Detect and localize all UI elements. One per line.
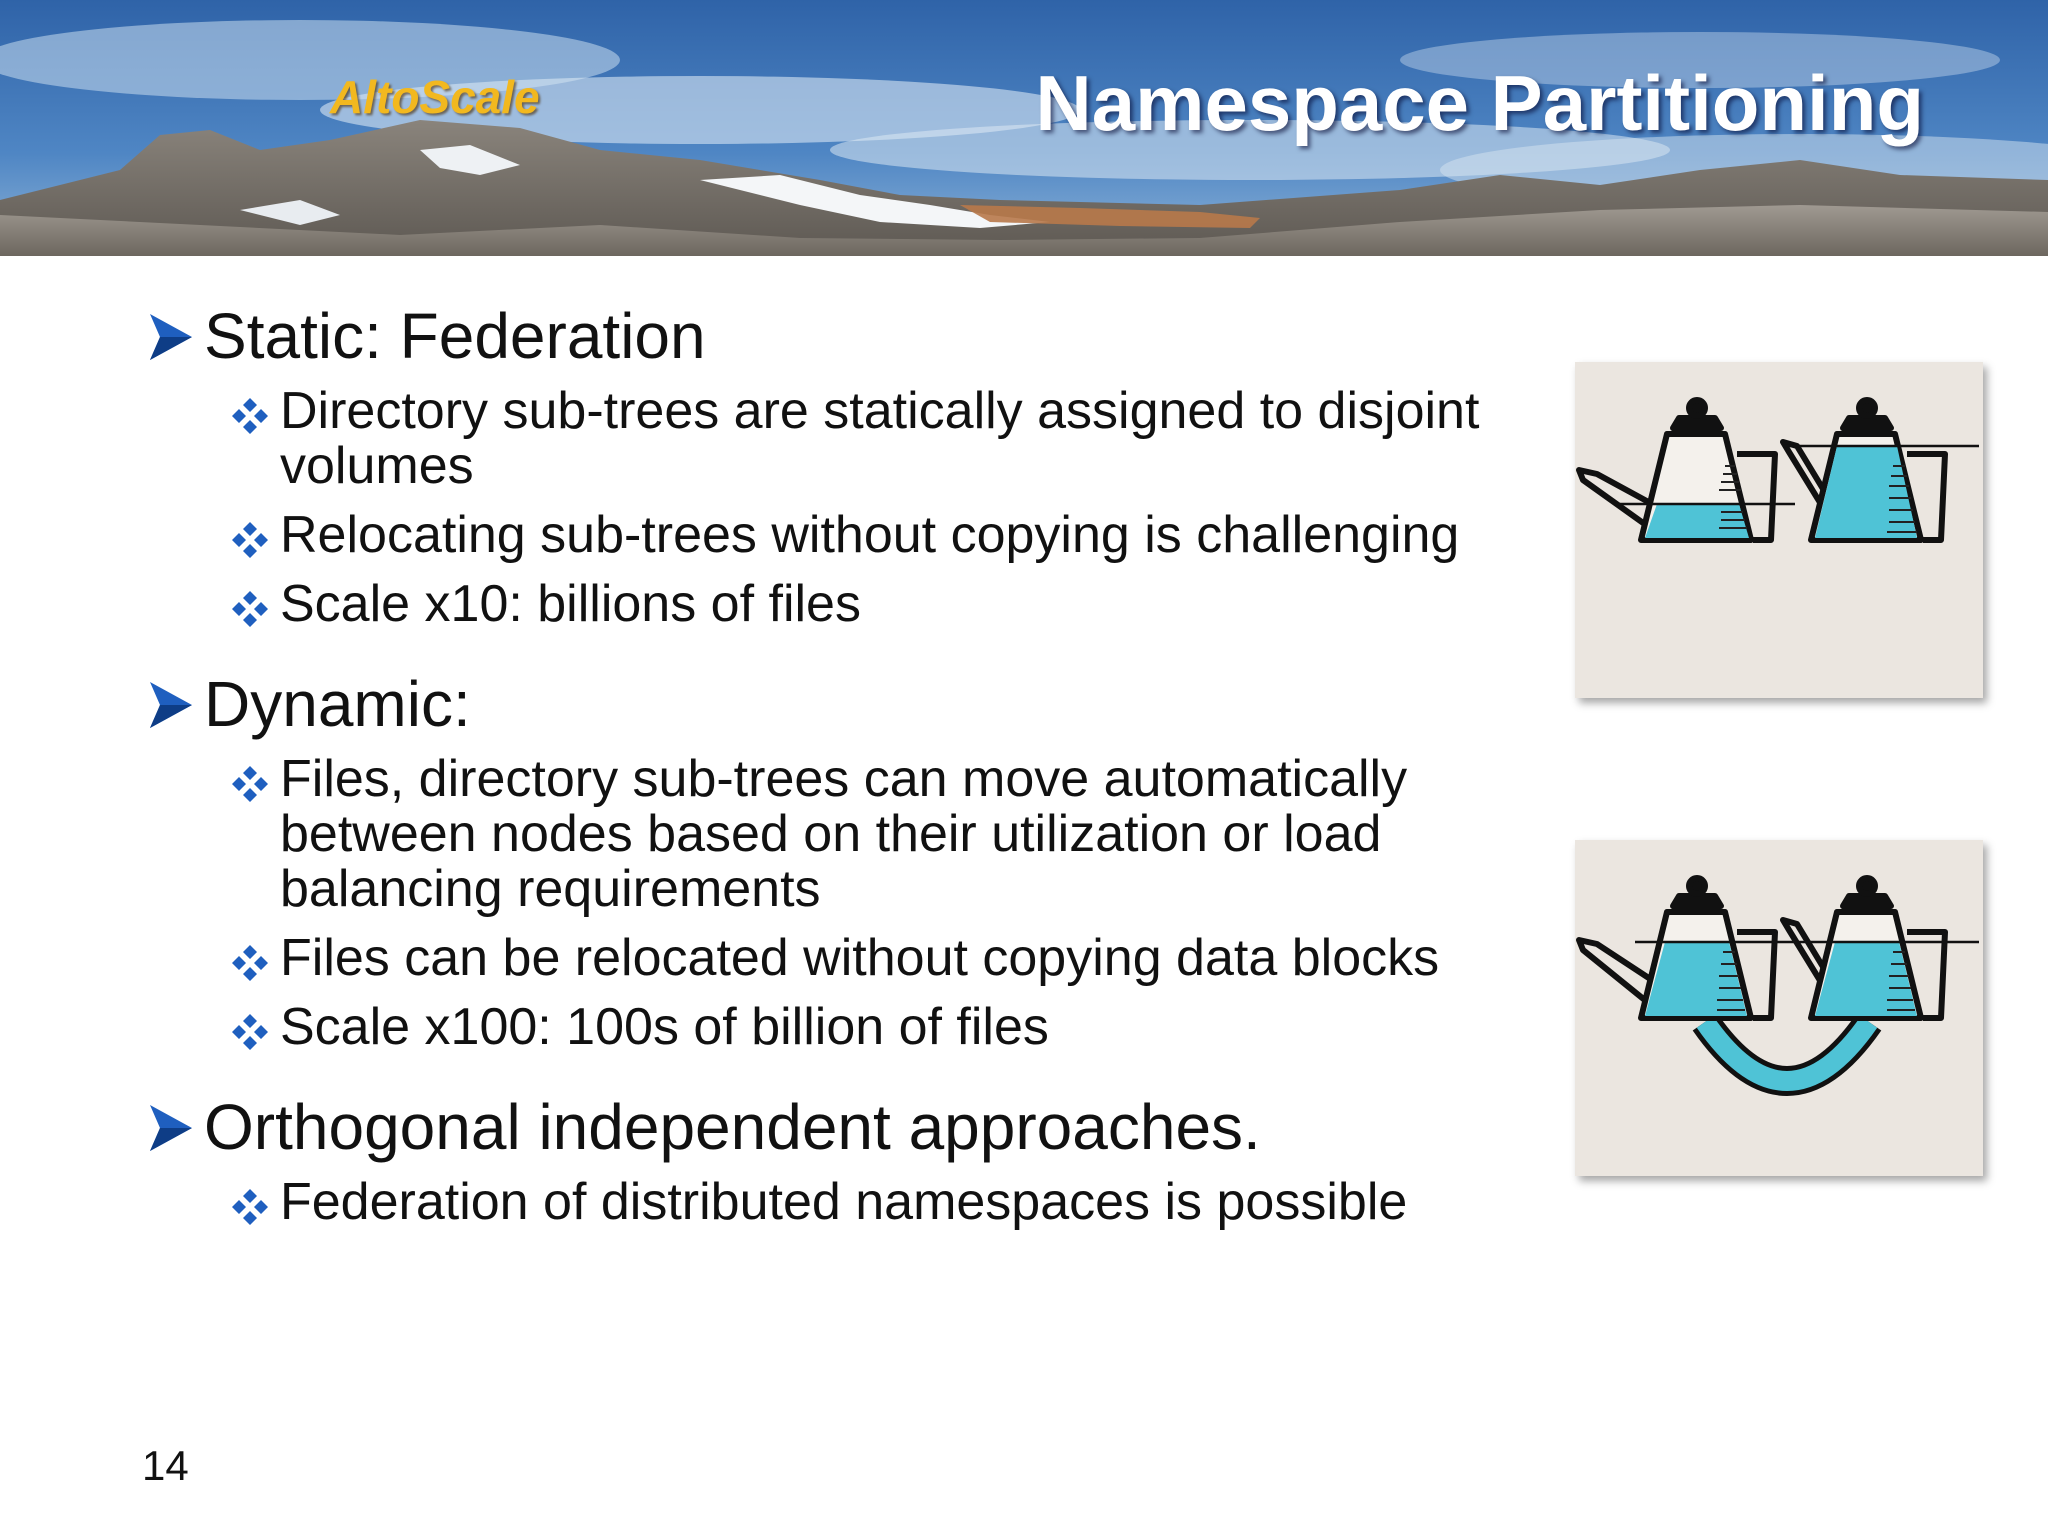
- four-diamond-bullet-icon: [232, 945, 268, 981]
- four-diamond-bullet-icon: [232, 591, 268, 627]
- sub-bullet: Relocating sub-trees without copying is …: [230, 508, 1568, 563]
- bullet-orthogonal-text: Orthogonal independent approaches.: [204, 1091, 1261, 1163]
- sub-bullet-text: Scale x10: billions of files: [280, 575, 861, 633]
- sub-bullet: Scale x100: 100s of billion of files: [230, 1000, 1568, 1055]
- sub-bullet: Files can be relocated without copying d…: [230, 931, 1568, 986]
- slide-title: Namespace Partitioning: [1035, 59, 1924, 147]
- four-diamond-bullet-icon: [232, 522, 268, 558]
- teapots-connected-icon: [1576, 875, 1979, 1096]
- sub-bullet-text: Directory sub-trees are statically assig…: [280, 382, 1480, 495]
- sub-bullet: Directory sub-trees are statically assig…: [230, 384, 1568, 494]
- bullet-orthogonal: Orthogonal independent approaches.: [148, 1091, 1568, 1163]
- four-diamond-bullet-icon: [232, 1189, 268, 1225]
- four-diamond-bullet-icon: [232, 1014, 268, 1050]
- sub-bullet: Scale x10: billions of files: [230, 577, 1568, 632]
- mountain-sky-image: [0, 0, 2048, 256]
- teapots-unconnected-icon: [1576, 397, 1979, 543]
- arrow-bullet-icon: [150, 314, 192, 360]
- sub-bullet-text: Files can be relocated without copying d…: [280, 929, 1440, 987]
- sub-bullet: Federation of distributed namespaces is …: [230, 1175, 1568, 1230]
- four-diamond-bullet-icon: [232, 766, 268, 802]
- arrow-bullet-icon: [150, 1105, 192, 1151]
- header-banner: AltoScale Namespace Partitioning: [0, 0, 2048, 256]
- four-diamond-bullet-icon: [232, 398, 268, 434]
- slide-number: 14: [142, 1442, 189, 1489]
- bullet-static-text: Static: Federation: [204, 300, 706, 372]
- sub-bullet-text: Files, directory sub-trees can move auto…: [280, 750, 1408, 918]
- bullet-dynamic: Dynamic:: [148, 668, 1568, 740]
- bullet-dynamic-text: Dynamic:: [204, 668, 471, 740]
- sub-bullet-text: Relocating sub-trees without copying is …: [280, 506, 1460, 564]
- sub-bullet-text: Scale x100: 100s of billion of files: [280, 998, 1049, 1056]
- sub-bullet-text: Federation of distributed namespaces is …: [280, 1173, 1408, 1231]
- brand-logo: AltoScale: [330, 71, 540, 123]
- teapots-unconnected-picture: [1575, 362, 1983, 698]
- bullet-static: Static: Federation: [148, 300, 1568, 372]
- bullet-list: Static: Federation Directory sub-trees a…: [148, 300, 1568, 1230]
- sub-bullet: Files, directory sub-trees can move auto…: [230, 752, 1568, 917]
- teapots-connected-picture: [1575, 840, 1983, 1176]
- arrow-bullet-icon: [150, 682, 192, 728]
